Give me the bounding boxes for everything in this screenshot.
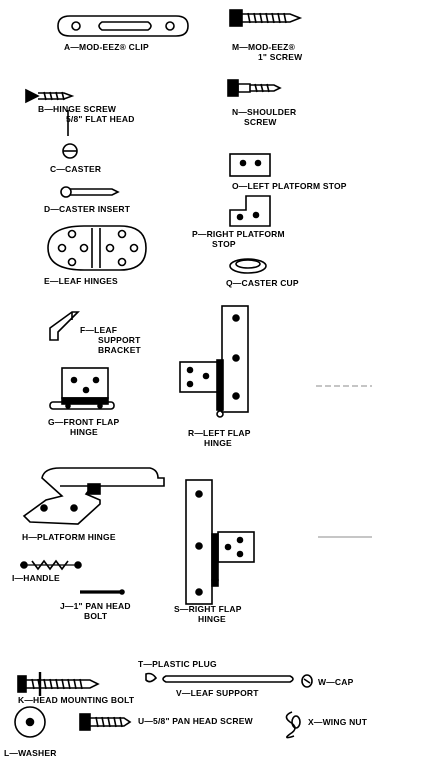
hinge-screw-drawing	[25, 88, 75, 136]
label-d: D—CASTER INSERT	[44, 204, 131, 214]
cap-drawing	[301, 674, 313, 688]
left-platform-stop-drawing	[229, 153, 271, 177]
label-x: X—WING NUT	[308, 717, 368, 727]
shoulder-screw-drawing	[227, 79, 282, 97]
plastic-plug-drawing	[145, 672, 158, 683]
label-f-sub: SUPPORT	[98, 335, 141, 345]
label-c: C—CASTER	[50, 164, 102, 174]
caster-insert-drawing	[60, 186, 120, 198]
handle-drawing	[20, 559, 82, 571]
right-flap-hinge-drawing	[185, 479, 255, 605]
label-n: N—SHOULDER	[232, 107, 297, 117]
label-v: V—LEAF SUPPORT	[176, 688, 259, 698]
leaf-support-bracket-drawing	[49, 311, 80, 341]
label-a: A—MOD-EEZ® CLIP	[64, 42, 149, 52]
label-s-sub: HINGE	[198, 614, 226, 624]
label-j: J—1" PAN HEAD	[60, 601, 131, 611]
wing-nut-drawing	[285, 711, 301, 739]
label-q: Q—CASTER CUP	[226, 278, 299, 288]
label-f: F—LEAF	[80, 325, 118, 335]
label-g-sub: HINGE	[70, 427, 98, 437]
mod-eez-clip-drawing	[57, 15, 189, 37]
label-r-sub: HINGE	[204, 438, 232, 448]
label-j-sub: BOLT	[84, 611, 108, 621]
pan-head-screw-drawing	[79, 713, 132, 731]
label-k: K—HEAD MOUNTING BOLT	[18, 695, 135, 705]
label-u: U—5/8" PAN HEAD SCREW	[138, 716, 253, 726]
label-b: B—HINGE SCREW	[38, 104, 117, 114]
label-n-sub: SCREW	[244, 117, 277, 127]
caster-cup-drawing	[229, 258, 267, 274]
left-flap-hinge-drawing	[179, 305, 249, 418]
leaf-support-drawing	[162, 675, 294, 683]
platform-hinge-drawing	[22, 467, 165, 525]
front-flap-hinge-drawing	[49, 367, 115, 410]
right-platform-stop-drawing	[229, 195, 271, 227]
label-h: H—PLATFORM HINGE	[22, 532, 116, 542]
caster-drawing	[62, 143, 78, 159]
leaf-hinges-drawing	[47, 225, 147, 271]
label-b-sub: 5/8" FLAT HEAD	[66, 114, 135, 124]
label-r: R—LEFT FLAP	[188, 428, 251, 438]
label-p-sub: STOP	[212, 239, 236, 249]
label-s: S—RIGHT FLAP	[174, 604, 242, 614]
label-o: O—LEFT PLATFORM STOP	[232, 181, 347, 191]
label-m: M—MOD-EEZ®	[232, 42, 296, 52]
label-l: L—WASHER	[4, 748, 57, 758]
head-mounting-bolt-drawing	[17, 672, 100, 696]
label-e: E—LEAF HINGES	[44, 276, 118, 286]
mod-eez-screw-drawing	[229, 9, 303, 27]
label-i: I—HANDLE	[12, 573, 60, 583]
washer-drawing	[14, 706, 46, 738]
label-p: P—RIGHT PLATFORM	[192, 229, 285, 239]
label-g: G—FRONT FLAP	[48, 417, 120, 427]
label-m-sub: 1" SCREW	[258, 52, 303, 62]
label-f-sub2: BRACKET	[98, 345, 141, 355]
label-w: W—CAP	[318, 677, 354, 687]
label-t: T—PLASTIC PLUG	[138, 659, 217, 669]
pan-head-bolt-drawing	[80, 589, 125, 595]
